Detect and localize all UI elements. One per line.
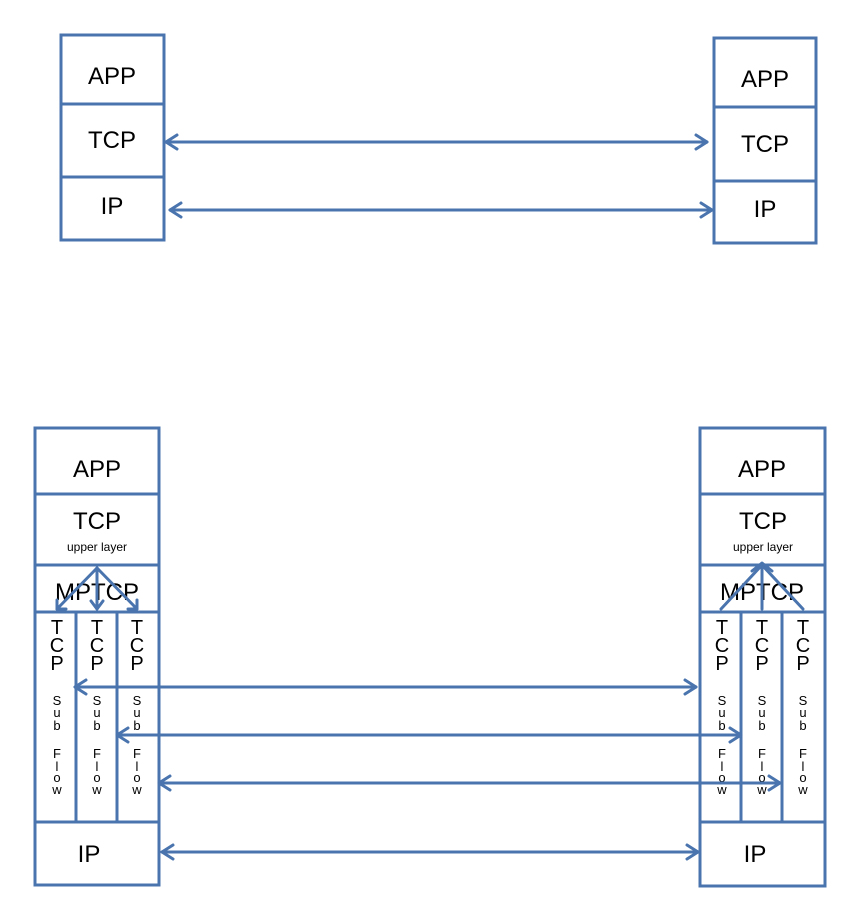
- right-subflow-1-char: C: [715, 635, 729, 657]
- right-subflow-3-char: T: [797, 617, 809, 639]
- bottom-left-mptcp-split-arrows: [55, 566, 139, 611]
- left-subflow-1-char: w: [51, 782, 62, 797]
- top-right-app-label: APP: [741, 66, 789, 93]
- right-subflow-3-char: S: [799, 693, 808, 708]
- bottom-right-stack: [698, 426, 827, 888]
- right-subflow-2-char: P: [755, 653, 768, 675]
- right-subflow-2-char: S: [758, 693, 767, 708]
- top-right-tcp-label: TCP: [741, 131, 789, 158]
- right-subflow-2-char: F: [758, 746, 766, 761]
- left-subflow-1-char: b: [53, 718, 60, 733]
- right-subflow-1-char: o: [718, 770, 725, 785]
- left-subflow-1-char: C: [50, 635, 64, 657]
- right-subflow-1-char: T: [716, 617, 728, 639]
- bottom-right-tcp-sublabel: upper layer: [733, 540, 793, 554]
- top-left-ip-label: IP: [101, 193, 124, 220]
- bottom-right-tcp-label: TCP: [739, 508, 787, 535]
- right-subflow-2-char: w: [756, 782, 767, 797]
- top-right-ip-label: IP: [754, 196, 777, 223]
- left-subflow-2-char: w: [91, 782, 102, 797]
- left-subflow-2-char: l: [96, 759, 99, 774]
- left-subflow-3-char: b: [133, 718, 140, 733]
- left-subflow-3-char: S: [133, 693, 142, 708]
- left-subflow-2-char: C: [90, 635, 104, 657]
- left-subflow-1-char: T: [51, 617, 63, 639]
- bottom-left-stack: [33, 426, 161, 887]
- right-subflow-3-char: o: [799, 770, 806, 785]
- top-tcp-arrow: [164, 133, 709, 151]
- bottom-left-tcp-label: TCP: [73, 508, 121, 535]
- right-subflow-2-char: l: [761, 759, 764, 774]
- right-subflow-3-char: b: [799, 718, 806, 733]
- right-subflow-2-char: u: [758, 705, 765, 720]
- right-subflow-2-char: C: [755, 635, 769, 657]
- bottom-right-mptcp-merge-arrows: [719, 561, 805, 611]
- left-subflow-2-char: u: [93, 705, 100, 720]
- left-subflow-3-char: P: [130, 653, 143, 675]
- left-subflow-1-char: F: [53, 746, 61, 761]
- left-subflow-1-char: o: [53, 770, 60, 785]
- right-subflow-3-char: P: [796, 653, 809, 675]
- right-subflow-1-char: F: [718, 746, 726, 761]
- left-subflow-2-char: o: [93, 770, 100, 785]
- left-subflow-1-char: l: [56, 759, 59, 774]
- left-subflow-3-char: u: [133, 705, 140, 720]
- left-subflow-1-char: S: [53, 693, 62, 708]
- left-subflow-2-char: b: [93, 718, 100, 733]
- right-subflow-1-char: l: [721, 759, 724, 774]
- left-subflow-3-char: l: [136, 759, 139, 774]
- top-left-tcp-label: TCP: [88, 127, 136, 154]
- subflow-1-arrow: [73, 678, 698, 696]
- right-subflow-1-char: S: [718, 693, 727, 708]
- right-subflow-1-char: u: [718, 705, 725, 720]
- top-left-stack: [59, 33, 166, 242]
- right-subflow-3-char: l: [802, 759, 805, 774]
- right-subflow-2-char: T: [756, 617, 768, 639]
- left-subflow-3-char: T: [131, 617, 143, 639]
- right-subflow-3-char: u: [799, 705, 806, 720]
- right-subflow-1-char: w: [716, 782, 727, 797]
- bottom-ip-arrow: [160, 843, 700, 861]
- bottom-left-app-label: APP: [73, 456, 121, 483]
- subflow-3-arrow: [157, 774, 782, 792]
- bottom-left-tcp-sublabel: upper layer: [67, 540, 127, 554]
- right-subflow-3-char: F: [799, 746, 807, 761]
- top-ip-arrow: [168, 201, 714, 219]
- left-subflow-2-char: S: [93, 693, 102, 708]
- left-subflow-3-char: w: [131, 782, 142, 797]
- top-right-stack: [712, 36, 818, 245]
- subflow-labels: TCPSubFlowTCPSubFlowTCPSubFlowTCPSubFlow…: [50, 617, 810, 797]
- left-subflow-3-char: C: [130, 635, 144, 657]
- left-subflow-3-char: o: [133, 770, 140, 785]
- left-subflow-2-char: T: [91, 617, 103, 639]
- right-subflow-3-char: w: [797, 782, 808, 797]
- left-subflow-1-char: u: [53, 705, 60, 720]
- subflow-2-arrow: [115, 726, 743, 744]
- right-subflow-1-char: b: [718, 718, 725, 733]
- bottom-right-ip-label: IP: [744, 841, 767, 868]
- top-left-app-label: APP: [88, 63, 136, 90]
- bottom-left-ip-label: IP: [78, 841, 101, 868]
- left-subflow-3-char: F: [133, 746, 141, 761]
- left-subflow-2-char: F: [93, 746, 101, 761]
- right-subflow-2-char: b: [758, 718, 765, 733]
- right-subflow-1-char: P: [715, 653, 728, 675]
- left-subflow-1-char: P: [50, 653, 63, 675]
- right-subflow-3-char: C: [796, 635, 810, 657]
- left-subflow-2-char: P: [90, 653, 103, 675]
- bottom-right-app-label: APP: [738, 456, 786, 483]
- right-subflow-2-char: o: [758, 770, 765, 785]
